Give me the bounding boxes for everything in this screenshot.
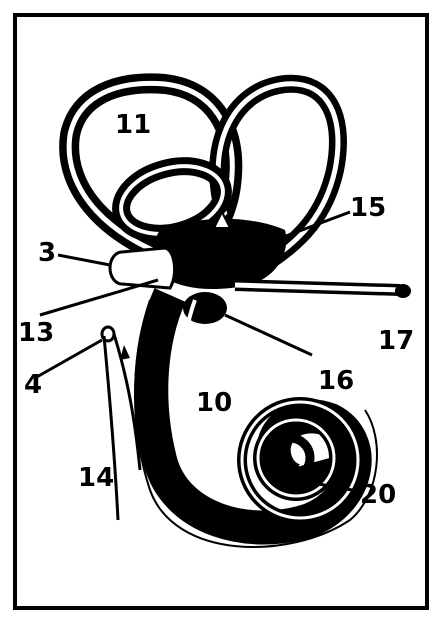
label-15: 15 (350, 195, 386, 221)
label-16: 16 (318, 368, 354, 394)
label-3: 3 (38, 240, 56, 266)
label-13: 13 (18, 320, 54, 346)
cochlea-apex (279, 454, 291, 466)
label-10: 10 (196, 390, 232, 416)
label-4: 4 (24, 372, 42, 398)
leader-16 (225, 315, 312, 355)
arrow-head (120, 345, 130, 360)
label-11: 11 (115, 112, 151, 138)
endolymphatic-sac (395, 284, 411, 298)
leader-3 (58, 255, 110, 265)
label-14: 14 (78, 465, 114, 491)
label-17: 17 (378, 328, 414, 354)
label-20: 20 (360, 482, 396, 508)
leader-13 (40, 280, 158, 315)
